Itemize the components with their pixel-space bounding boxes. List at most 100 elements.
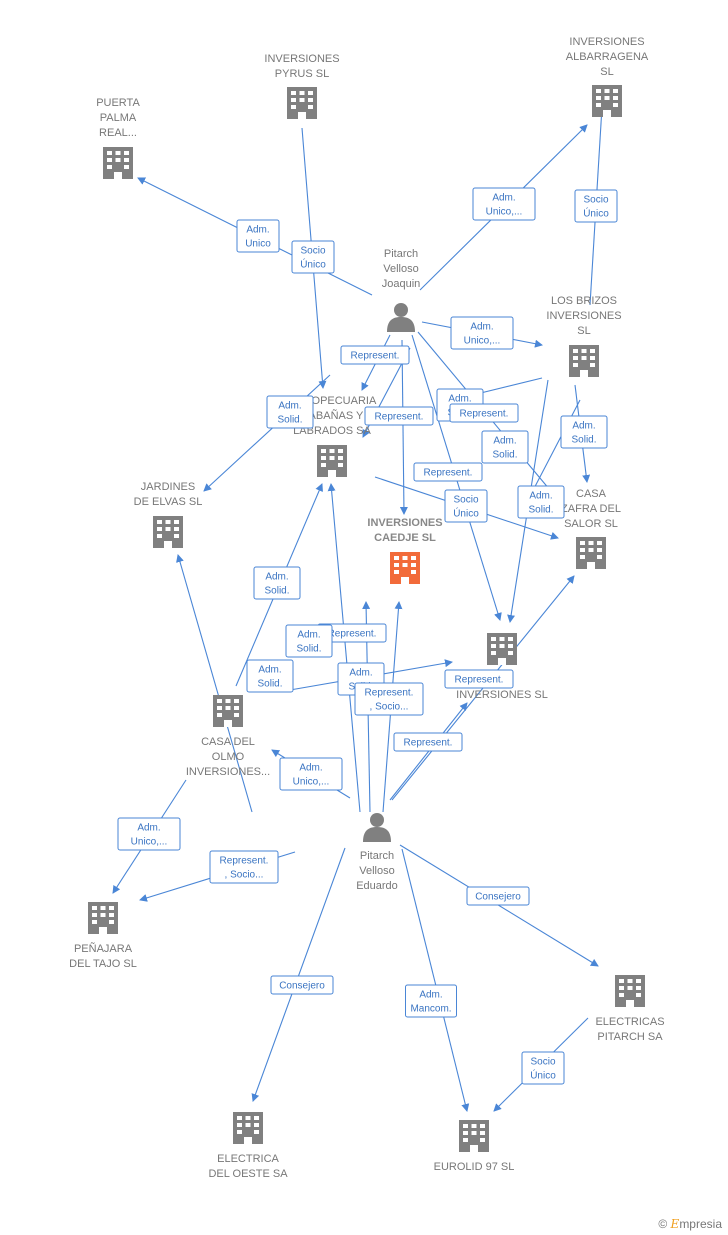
node-label: INVERSIONES PYRUS SL <box>264 53 339 80</box>
building-icon <box>213 695 243 727</box>
relation-arrow <box>251 847 346 1102</box>
relation-adm-solid[interactable]: Adm.Solid. <box>560 415 608 449</box>
relation-label-line: Adm. <box>492 193 515 204</box>
relation-label-line: Solid. <box>296 644 321 655</box>
relation-label: Represent. <box>351 351 400 362</box>
relation-adm-solid[interactable]: Adm.Solid. <box>266 395 314 429</box>
relation-represent[interactable]: Represent. <box>449 403 519 423</box>
relation-box <box>117 817 181 851</box>
brand-logo: © Empresia <box>658 1217 722 1231</box>
relation-label-line: Represent. <box>220 856 269 867</box>
relation-label: Adm.Mancom. <box>410 990 451 1015</box>
relation-box <box>354 682 424 716</box>
relation-adm-solid[interactable]: Adm.Solid. <box>253 566 301 600</box>
relation-adm-unico[interactable]: Adm.Unico,... <box>279 757 343 791</box>
node-label-line: JARDINES <box>141 481 195 493</box>
relation-arrow <box>401 848 470 1112</box>
relation-label-line: Solid. <box>528 505 553 516</box>
relation-label-line: Unico,... <box>131 837 168 848</box>
relation-represent[interactable]: Represent. <box>444 669 514 689</box>
relation-label: Adm.Solid. <box>257 665 282 690</box>
relation-adm-solid[interactable]: Adm.Solid. <box>481 430 529 464</box>
relation-adm-unico[interactable]: Adm. Unico,... <box>117 817 181 851</box>
relation-box <box>560 415 608 449</box>
relation-adm-solid[interactable]: Adm.Solid. <box>285 624 333 658</box>
relation-label-line: Adm. <box>137 823 160 834</box>
relation-label-line: Solid. <box>492 450 517 461</box>
node-label-line: PUERTA <box>96 97 140 109</box>
relation-box <box>291 240 335 274</box>
relation-represent-socio[interactable]: Represent., Socio... <box>354 682 424 716</box>
relation-adm-solid[interactable]: Adm.Solid. <box>517 485 565 519</box>
node-label-line: Velloso <box>383 263 418 275</box>
building-icon <box>317 445 347 477</box>
relation-label-line: Adm. <box>246 225 269 236</box>
node-label-line: Eduardo <box>356 880 398 892</box>
relation-adm-unico[interactable]: Adm.Unico,... <box>472 187 536 221</box>
relation-label-line: Represent. <box>328 629 377 640</box>
node-label-line: PYRUS SL <box>275 68 329 80</box>
relation-arrow <box>327 483 361 813</box>
relation-represent-socio[interactable]: Represent., Socio... <box>209 850 279 884</box>
relation-label: Adm.Solid. <box>492 436 517 461</box>
node-label-line: Pitarch <box>384 248 418 260</box>
relation-box <box>574 189 618 223</box>
relation-label-line: Solid. <box>257 679 282 690</box>
relation-label: Represent. <box>455 675 504 686</box>
relation-represent[interactable]: Represent. <box>340 345 410 365</box>
relation-consejero[interactable]: Consejero <box>466 886 530 906</box>
relation-box <box>472 187 536 221</box>
relation-label-line: Consejero <box>475 892 521 903</box>
relation-consejero[interactable]: Consejero <box>270 975 334 995</box>
relation-adm-solid[interactable]: Adm.Solid. <box>246 659 294 693</box>
relation-represent[interactable]: Represent. <box>364 406 434 426</box>
brand-initial: E <box>670 1217 680 1231</box>
relation-represent[interactable]: Represent. <box>317 623 387 643</box>
node-label-line: INVERSIONES <box>367 517 442 529</box>
building-icon <box>459 1120 489 1152</box>
relation-label: Represent. <box>460 409 509 420</box>
relation-label-line: Socio <box>530 1057 555 1068</box>
relation-label-line: Represent. <box>460 409 509 420</box>
node-label-line: INVERSIONES... <box>186 766 270 778</box>
relation-adm-unico[interactable]: Adm.Unico,... <box>450 316 514 350</box>
node-cal[interactable]: CALINVERSIONES SL <box>456 633 548 701</box>
node-label: EUROLID 97 SL <box>434 1161 515 1173</box>
relation-label: Adm.Unico,... <box>486 193 523 218</box>
node-label-line: INVERSIONES <box>264 53 339 65</box>
relation-label-line: Represent. <box>365 688 414 699</box>
relation-label: Adm.Unico <box>245 225 271 250</box>
relation-adm-mancom[interactable]: Adm.Mancom. <box>405 984 457 1018</box>
relation-box <box>521 1051 565 1085</box>
relation-label-line: Adm. <box>419 990 442 1001</box>
relation-label: Represent. <box>375 412 424 423</box>
relation-label: Consejero <box>279 981 325 992</box>
relation-represent[interactable]: Represent. <box>393 732 463 752</box>
relation-represent[interactable]: Represent. <box>413 462 483 482</box>
node-pyrus[interactable]: INVERSIONES PYRUS SL <box>264 53 340 119</box>
building-icon <box>233 1112 263 1144</box>
relation-adm-unico[interactable]: Adm.Unico <box>236 219 280 253</box>
node-eurolid[interactable]: EUROLID 97 SL <box>434 1120 515 1173</box>
relation-label-line: Unico,... <box>293 777 330 788</box>
node-label-line: CABAÑAS Y <box>301 409 364 422</box>
